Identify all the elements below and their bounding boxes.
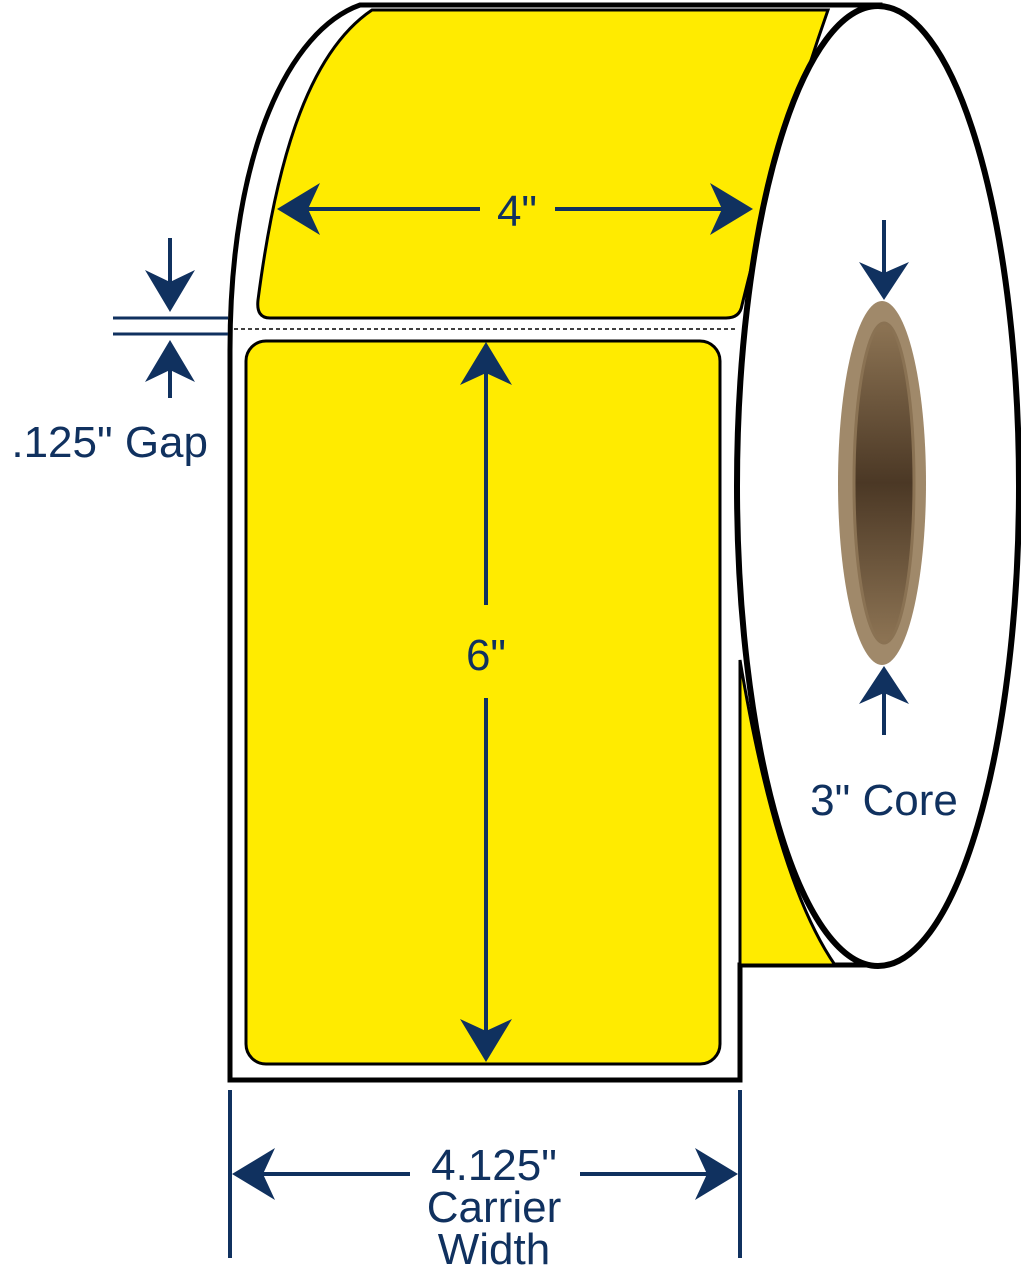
core-dimension bbox=[859, 220, 909, 735]
label-width-text: 4" bbox=[497, 187, 537, 236]
arrowhead-down-icon bbox=[460, 1019, 512, 1062]
arrowhead-left-icon bbox=[277, 183, 320, 235]
carrier-width-value: 4.125" bbox=[431, 1141, 557, 1190]
arrowhead-up-icon bbox=[145, 340, 195, 382]
core-text: 3" Core bbox=[810, 776, 958, 825]
carrier-width-line2: Width bbox=[438, 1225, 550, 1274]
gap-dimension bbox=[113, 238, 228, 398]
label-height-dimension bbox=[460, 342, 512, 1062]
gap-text: .125" Gap bbox=[11, 418, 208, 467]
arrowhead-down-icon bbox=[145, 270, 195, 312]
core bbox=[838, 301, 926, 665]
arrowhead-right-icon bbox=[710, 183, 753, 235]
front-label bbox=[244, 339, 722, 1066]
carrier-width-dimension bbox=[228, 1090, 742, 1258]
arrowhead-left-icon bbox=[232, 1148, 275, 1200]
arrowhead-down-icon bbox=[859, 262, 909, 300]
label-width-dimension bbox=[277, 183, 753, 235]
arrowhead-up-icon bbox=[859, 666, 909, 704]
top-label bbox=[256, 8, 831, 320]
label-height-text: 6" bbox=[466, 631, 506, 680]
carrier-width-line1: Carrier bbox=[427, 1183, 561, 1232]
arrowhead-right-icon bbox=[695, 1148, 738, 1200]
arrowhead-up-icon bbox=[460, 342, 512, 385]
